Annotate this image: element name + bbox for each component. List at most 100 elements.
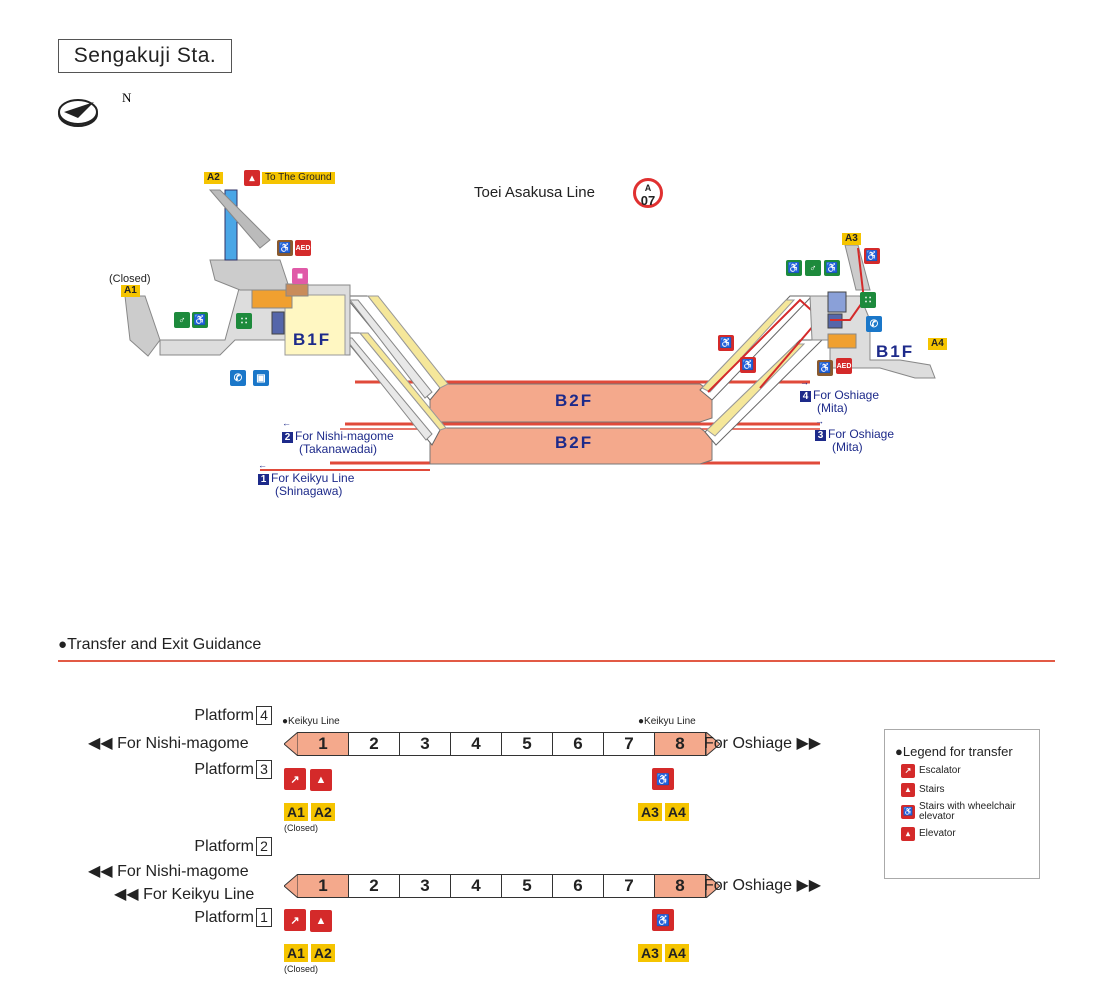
upper-left-facilities: ↗▲ (284, 768, 336, 791)
direction-4-num: 4 (800, 391, 811, 402)
lower-left-facilities: ↗▲ (284, 909, 336, 932)
upper-platform-bottom-num: 3 (256, 760, 272, 779)
exit-a1-badge: A1 (121, 285, 140, 297)
elevator-icon: ▴ (244, 170, 260, 186)
legend-heading: ●Legend for transfer (895, 744, 1013, 759)
upper-exit-a3: A3 (638, 803, 662, 821)
coin-locker-icon: ▣ (253, 370, 269, 386)
lower-car-1: 1 (298, 874, 349, 898)
upper-car-6: 6 (553, 732, 604, 756)
floor-label-b2f-upper: B2F (555, 391, 594, 410)
line-code-number: 07 (640, 193, 656, 208)
upper-platform-top-num: 4 (256, 706, 272, 725)
phone-keypad-icon: ∷ (236, 313, 252, 329)
lower-car-4: 4 (451, 874, 502, 898)
legend-stairs-label: Stairs (919, 784, 945, 795)
legend-wheelchair-stairs: ♿Stairs with wheelchair elevator (901, 802, 1039, 822)
elevator-icon: ▴ (901, 827, 915, 841)
direction-3-dest: For Oshiage (828, 427, 895, 441)
upper-keikyu-left-label: Keikyu Line (288, 716, 340, 727)
upper-right-direction: For Oshiage ▶▶ (704, 735, 822, 752)
accessible-icon: ♿ (786, 260, 802, 276)
to-the-ground-label: To The Ground (262, 172, 335, 184)
upper-keikyu-left: ●Keikyu Line (282, 716, 340, 727)
north-label: N (122, 90, 132, 105)
floor-label-b2f-lower: B2F (555, 433, 594, 452)
left-stairs (338, 295, 449, 446)
legend-escalator-label: Escalator (919, 765, 961, 776)
upper-keikyu-right: ●Keikyu Line (638, 716, 696, 727)
wheelchair-stairs-icon-b: ♿ (718, 335, 734, 351)
b2f-platforms (429, 383, 713, 465)
right-concourse (809, 244, 936, 379)
direction-4-dest: For Oshiage (813, 388, 880, 402)
legend-title: Legend for transfer (902, 744, 1013, 759)
line-title: Toei Asakusa Line (474, 184, 664, 202)
stairs-icon: ▲ (310, 768, 332, 791)
restroom-icon: ♂ (174, 312, 190, 328)
line-code-badge: A 07 (633, 178, 663, 208)
stairs-icon: ▲ (901, 783, 915, 797)
direction-3-via: (Mita) (832, 440, 863, 454)
accessible-restroom-icon-right: ♿ (824, 260, 840, 276)
accessible-restroom-icon: ♿ (192, 312, 208, 328)
lower-car-left-cap (284, 874, 298, 898)
lower-left-direction-2-label: For Keikyu Line (143, 886, 255, 903)
restroom-icon-right: ♂ (805, 260, 821, 276)
upper-car-3: 3 (400, 732, 451, 756)
escalator-icon: ↗ (284, 768, 306, 790)
compass-icon: N (58, 90, 132, 127)
upper-left-direction: ◀◀ For Nishi-magome (88, 735, 249, 752)
legend-box: ●Legend for transfer ↗Escalator ▲Stairs … (884, 729, 1040, 879)
upper-right-direction-label: For Oshiage (704, 735, 793, 752)
upper-platform-bottom-label: Platform (194, 761, 254, 778)
direction-2-via: (Takanawadai) (299, 442, 378, 456)
floor-label-b1f-right: B1F (876, 342, 915, 361)
direction-2-dest: For Nishi-magome (295, 429, 394, 443)
guidance-title: Transfer and Exit Guidance (67, 636, 262, 653)
upper-platform-top-label: Platform (194, 707, 254, 724)
lower-exit-a1: A1 (284, 944, 308, 962)
legend-elevator-label: Elevator (919, 828, 956, 839)
floor-label-b1f-left: B1F (293, 330, 332, 349)
exit-a1-status: (Closed) (109, 273, 151, 285)
legend-elevator: ▴ Elevator (901, 827, 1039, 841)
lower-left-direction-1: ◀◀ For Nishi-magome (88, 863, 249, 880)
upper-car-right-cap (706, 732, 720, 756)
station-map (124, 189, 936, 471)
lower-platform-bottom-num: 1 (256, 908, 272, 927)
lower-car-7: 7 (604, 874, 655, 898)
legend-escalator: ↗Escalator (901, 764, 1039, 778)
guidance-heading: ●Transfer and Exit Guidance (58, 636, 262, 653)
lower-exit-a4: A4 (664, 944, 689, 962)
exit-a2-badge: A2 (204, 172, 223, 184)
wheelchair-stairs-icon-c: ♿ (740, 357, 756, 373)
escalator-icon: ↗ (284, 909, 306, 931)
upper-car-row: 1 2 3 4 5 6 7 8 (284, 732, 720, 756)
wheelchair-stairs-icon: ♿ (864, 248, 880, 264)
guidance-rule (58, 660, 1055, 662)
lower-platform-top-num: 2 (256, 837, 272, 856)
telephone-icon: ✆ (230, 370, 246, 386)
compass: N (56, 90, 136, 135)
upper-keikyu-right-label: Keikyu Line (644, 716, 696, 727)
lower-car-5: 5 (502, 874, 553, 898)
wheelchair-stairs-icon: ♿ (652, 768, 674, 790)
lower-car-6: 6 (553, 874, 604, 898)
direction-3-num: 3 (815, 430, 826, 441)
upper-exit-a2: A2 (310, 803, 335, 821)
upper-car-1: 1 (298, 732, 349, 756)
lower-right-facilities: ♿ (652, 909, 678, 931)
lower-left-direction-2: ◀◀ For Keikyu Line (114, 886, 255, 903)
lower-exit-a1-note: (Closed) (284, 964, 319, 974)
upper-car-8: 8 (655, 732, 706, 756)
lower-exit-a2: A2 (310, 944, 335, 962)
line-name: Toei Asakusa Line (474, 184, 595, 201)
lower-car-right-cap (706, 874, 720, 898)
